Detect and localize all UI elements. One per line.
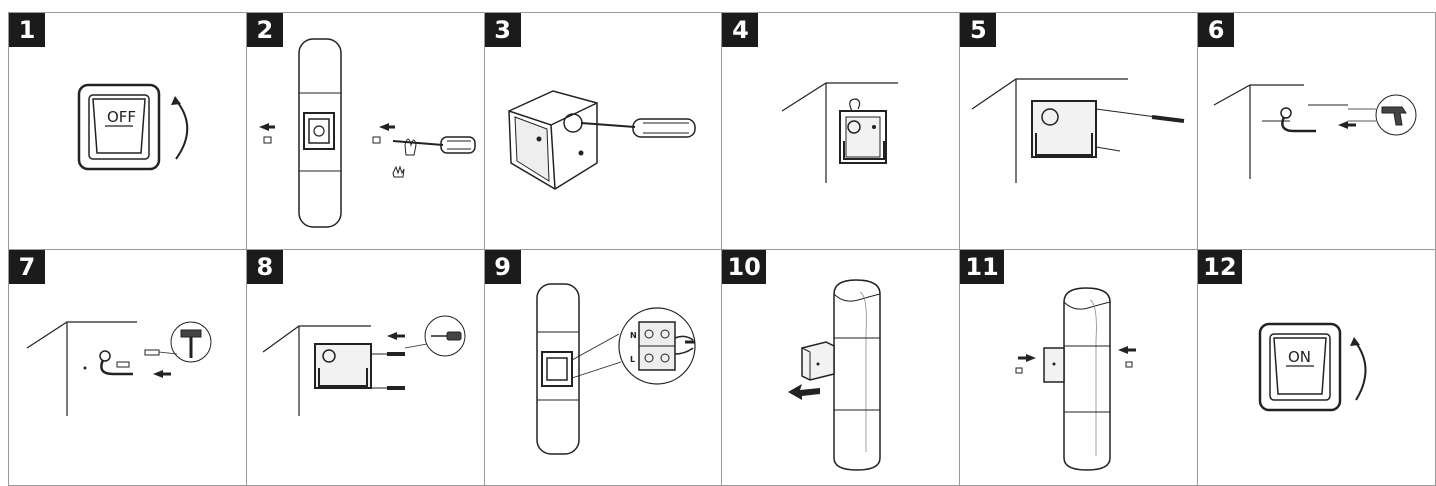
- step-2: 2: [246, 13, 485, 250]
- step-grid: OFF 1: [8, 12, 1436, 486]
- step-number: 1: [9, 13, 45, 47]
- step-number: 4: [722, 13, 759, 47]
- lamp-front-screwdriver-icon: [247, 13, 484, 249]
- switch-on-label: ON: [1288, 348, 1311, 366]
- step-number: 2: [246, 13, 283, 47]
- step-3: 3: [484, 13, 723, 250]
- bracket-screwdriver-icon: [485, 13, 722, 249]
- step-10: 10: [722, 249, 961, 486]
- bracket-pencil-mark-icon: [960, 13, 1197, 249]
- step-5: 5: [960, 13, 1199, 250]
- slide-lamp-onto-bracket-icon: [722, 250, 959, 486]
- step-number: 3: [484, 13, 521, 47]
- step-1: OFF 1: [9, 13, 247, 250]
- step-12: ON 12: [1198, 249, 1436, 486]
- drill-hole-icon: [1198, 13, 1435, 249]
- step-number: 9: [484, 249, 521, 284]
- step-6: 6: [1198, 13, 1436, 250]
- switch-on-icon: ON: [1198, 250, 1435, 486]
- terminal-label-n: N: [630, 331, 637, 340]
- step-number: 8: [246, 249, 283, 284]
- bracket-on-wall-icon: [722, 13, 959, 249]
- step-number: 11: [960, 249, 1004, 284]
- step-number: 7: [9, 249, 45, 284]
- screw-bracket-icon: [247, 250, 484, 486]
- step-number: 10: [722, 249, 766, 284]
- wiring-terminal-icon: N L: [485, 250, 722, 486]
- switch-off-icon: OFF: [9, 13, 246, 249]
- fix-side-screws-icon: [960, 250, 1197, 486]
- step-number: 5: [960, 13, 997, 47]
- step-4: 4: [722, 13, 961, 250]
- step-number: 6: [1198, 13, 1235, 47]
- step-11: 11: [960, 249, 1199, 486]
- hammer-plug-icon: [9, 250, 246, 486]
- step-9: N L 9: [484, 249, 723, 486]
- step-7: 7: [9, 249, 247, 486]
- step-8: 8: [246, 249, 485, 486]
- switch-off-label: OFF: [107, 108, 136, 126]
- terminal-label-l: L: [630, 355, 635, 364]
- step-number: 12: [1198, 249, 1242, 284]
